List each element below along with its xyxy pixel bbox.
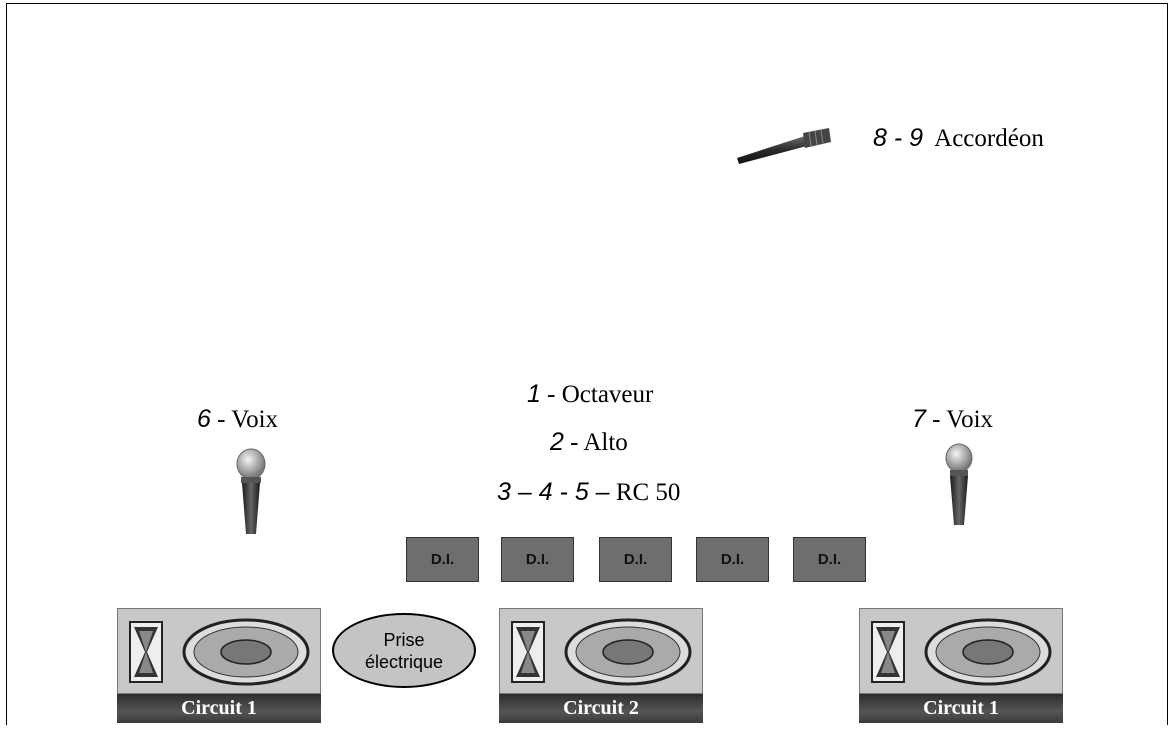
input-number: 3 – 4 - 5 –	[497, 478, 610, 506]
input-name: RC 50	[615, 479, 681, 506]
di-box: D.I.	[696, 537, 769, 582]
speaker-circuit-2: Circuit 2	[499, 608, 703, 723]
speaker-circuit-label: Circuit 2	[499, 694, 703, 723]
input-label-alto: 2 - Alto	[550, 428, 628, 457]
mic-label-accordeon: 8 - 9 Accordéon	[873, 124, 1044, 153]
speaker-circuit-label: Circuit 1	[117, 694, 321, 723]
mic-label-voix-left: 6 - Voix	[197, 405, 278, 434]
mic-instrument: - Voix	[932, 406, 994, 433]
tweeter-icon	[871, 621, 905, 683]
di-box: D.I.	[793, 537, 866, 582]
stage-frame	[6, 3, 1168, 725]
di-box: D.I.	[501, 537, 574, 582]
mic-instrument: Accordéon	[934, 125, 1044, 152]
speaker-circuit-1-left: Circuit 1	[117, 608, 321, 723]
power-outlet: Prise électrique	[332, 613, 476, 688]
input-name: - Alto	[570, 429, 628, 456]
mic-number: 8 - 9	[873, 124, 924, 152]
mic-number: 7	[912, 405, 926, 433]
mic-number: 6	[197, 405, 211, 433]
speaker-circuit-1-right: Circuit 1	[859, 608, 1063, 723]
power-outlet-line1: Prise	[383, 629, 425, 650]
woofer-icon	[564, 618, 692, 686]
mic-instrument: - Voix	[217, 406, 279, 433]
speaker-cabinet	[117, 608, 321, 694]
mic-label-voix-right: 7 - Voix	[912, 405, 993, 434]
input-name: - Octaveur	[547, 381, 654, 408]
microphone-icon	[945, 443, 973, 525]
input-label-rc50: 3 – 4 - 5 – RC 50	[497, 478, 680, 507]
di-box: D.I.	[406, 537, 479, 582]
speaker-circuit-label: Circuit 1	[859, 694, 1063, 723]
power-outlet-line2: électrique	[364, 651, 444, 672]
microphone-icon	[236, 448, 266, 534]
woofer-icon	[924, 618, 1052, 686]
input-number: 2	[550, 428, 564, 456]
woofer-icon	[182, 618, 310, 686]
speaker-cabinet	[859, 608, 1063, 694]
input-label-octaveur: 1 - Octaveur	[527, 380, 653, 409]
tweeter-icon	[511, 621, 545, 683]
input-number: 1	[527, 380, 541, 408]
di-box: D.I.	[599, 537, 672, 582]
microphone-icon	[737, 128, 831, 164]
speaker-cabinet	[499, 608, 703, 694]
tweeter-icon	[129, 621, 163, 683]
